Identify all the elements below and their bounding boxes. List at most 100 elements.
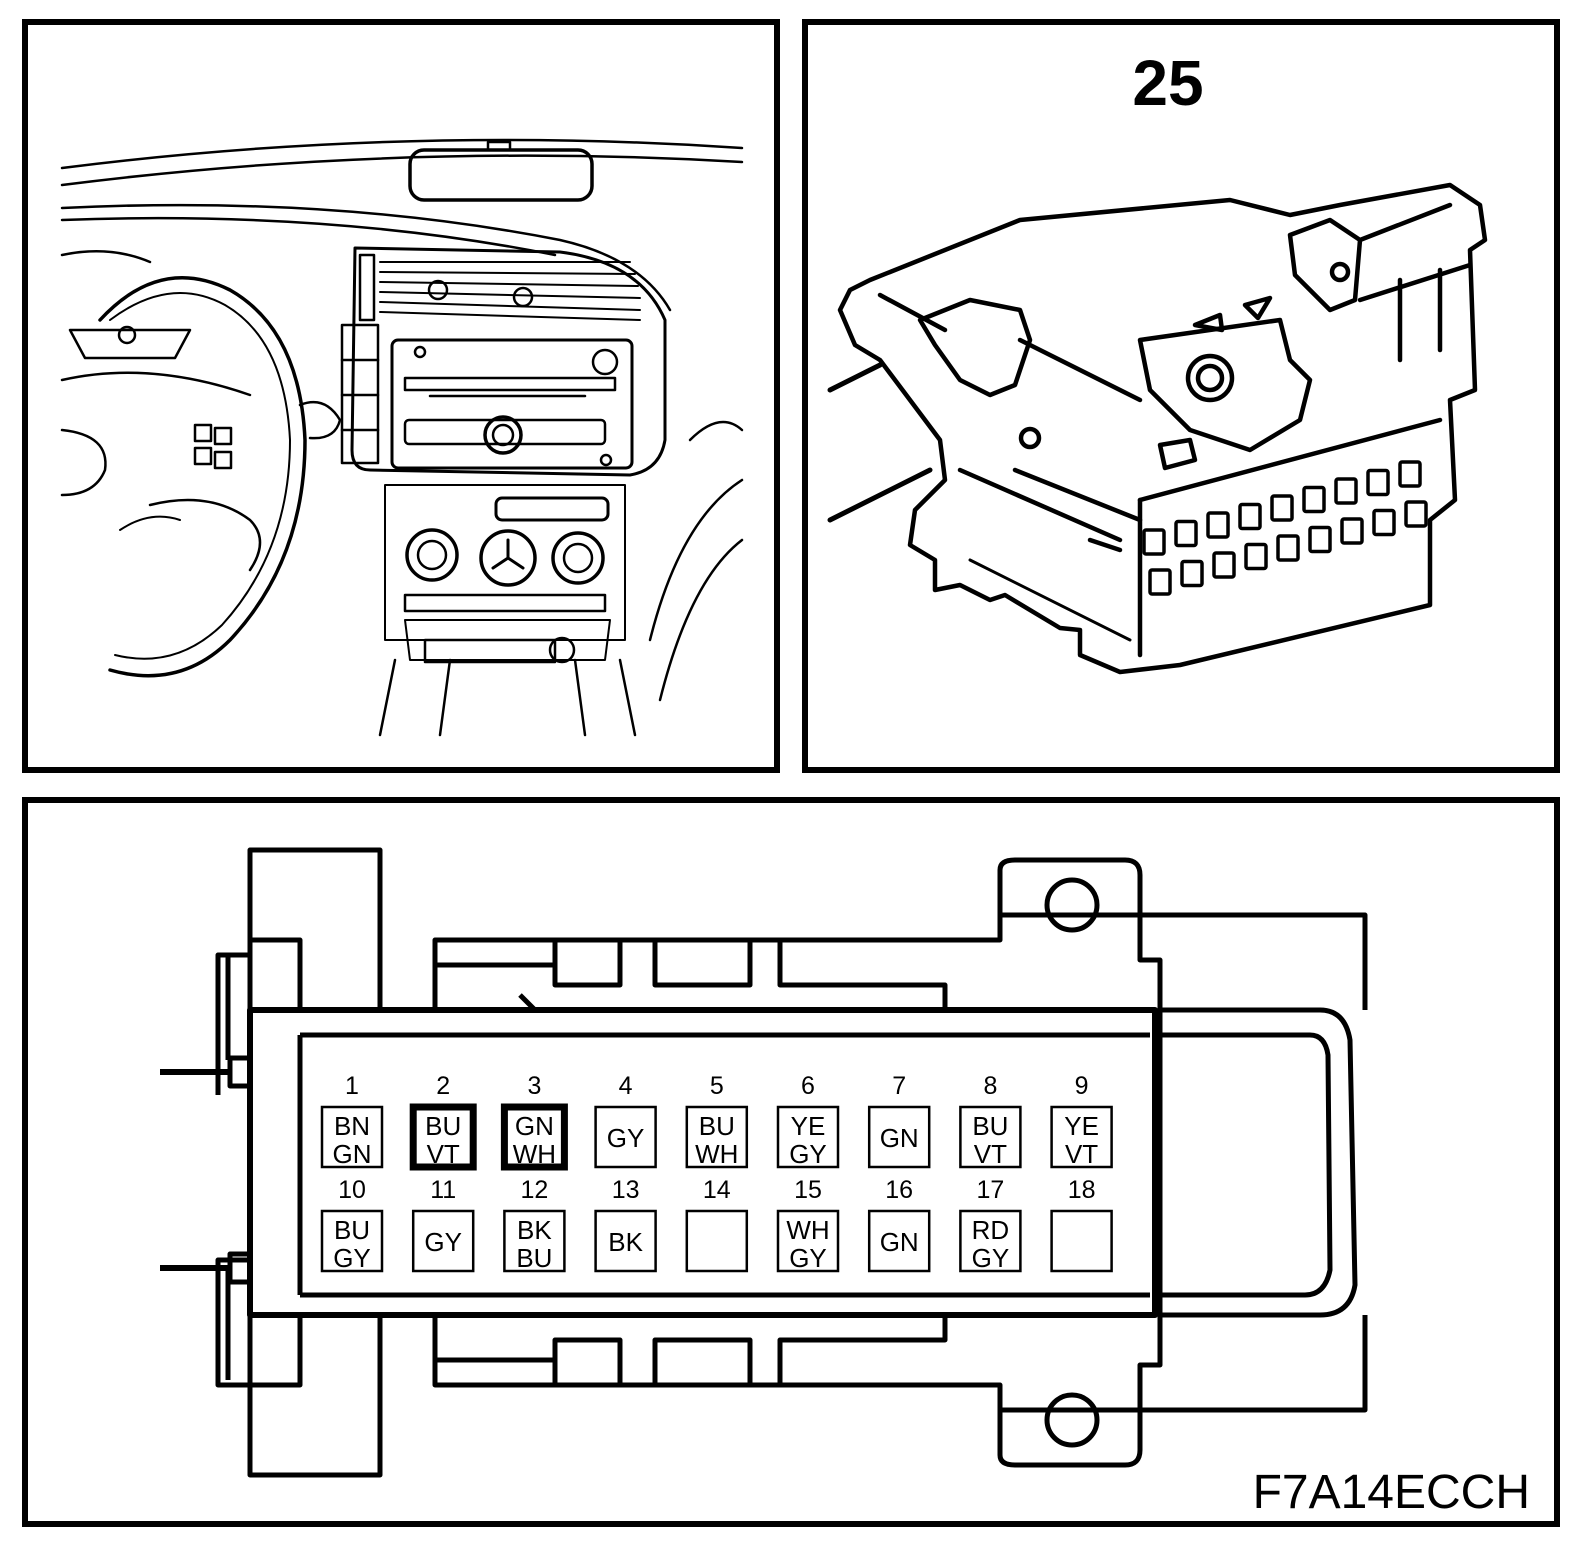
wire-color-code: YE — [1064, 1111, 1099, 1141]
wire-color-code: BK — [608, 1227, 643, 1257]
pin-cavity-box — [959, 1209, 1022, 1273]
pin-cavity-box — [320, 1105, 384, 1169]
pin-number: 12 — [520, 1176, 548, 1204]
pin-number: 2 — [436, 1072, 450, 1100]
pin-hole — [1180, 559, 1204, 588]
pin-cavity-box — [959, 1105, 1022, 1169]
pin-hole — [1238, 502, 1262, 531]
dashboard-panel-frame — [22, 19, 780, 773]
pin-cavity-box — [320, 1209, 384, 1273]
wire-color-code: YE — [791, 1111, 826, 1141]
pin-cavity-box — [411, 1209, 475, 1273]
pin-number: 13 — [612, 1176, 640, 1204]
connector-3d-panel-frame — [802, 19, 1560, 773]
wire-color-code: GN — [333, 1139, 372, 1169]
pin-hole — [1270, 494, 1294, 522]
pin-number: 18 — [1068, 1176, 1096, 1204]
pin-number: 5 — [710, 1072, 724, 1100]
wire-color-code: BU — [334, 1215, 370, 1245]
pin-hole — [1206, 511, 1230, 539]
pin-cavity-box — [594, 1209, 657, 1273]
pin-cavity-box — [776, 1105, 840, 1169]
connector-face-outline — [160, 847, 1368, 1478]
wire-color-code: BN — [334, 1111, 370, 1141]
wire-color-code: BU — [699, 1111, 735, 1141]
wire-color-code: VT — [974, 1139, 1007, 1169]
wire-color-code: WH — [786, 1215, 829, 1245]
wire-color-code: BU — [972, 1111, 1008, 1141]
pin-cavity-box — [409, 1103, 477, 1171]
wire-color-code: GY — [972, 1243, 1010, 1273]
pin-cavity-box — [685, 1105, 749, 1169]
pin-number: 9 — [1075, 1072, 1089, 1100]
pin-cavity-box — [867, 1209, 931, 1273]
pin-number: 11 — [430, 1176, 456, 1204]
wire-color-code: BU — [425, 1111, 461, 1141]
pin-number: 1 — [345, 1072, 359, 1100]
pin-cavity-box — [867, 1105, 931, 1169]
pin-cavity-box — [1050, 1209, 1113, 1273]
pin-number: 8 — [983, 1072, 997, 1100]
wire-color-code: BK — [517, 1215, 552, 1245]
wire-color-code: RD — [972, 1215, 1010, 1245]
pin-18: 18 — [1050, 1176, 1113, 1273]
pin-hole — [1212, 551, 1236, 579]
pin-number: 3 — [527, 1072, 541, 1100]
wire-color-code: BU — [516, 1243, 552, 1273]
pin-hole — [1308, 525, 1332, 554]
pin-hole — [1142, 528, 1166, 556]
wire-color-code: GY — [333, 1243, 371, 1273]
pin-hole — [1334, 477, 1358, 505]
pin-hole — [1372, 508, 1396, 537]
pin-cavity-box — [776, 1209, 840, 1273]
wire-color-code: WH — [695, 1139, 738, 1169]
pin-cavity-box — [594, 1105, 657, 1169]
wire-color-code: GY — [424, 1227, 462, 1257]
pin-4: 4GY — [594, 1072, 657, 1169]
pin-7: 7GN — [867, 1072, 931, 1169]
connector-number-label: 25 — [1132, 47, 1203, 119]
pin-hole — [1174, 519, 1198, 548]
pin-cavities: 1BNGN2BUVT3GNWH4GY5BUWH6YEGY7GN8BUVT9YEV… — [320, 1072, 1113, 1273]
connector-3d-pin-holes — [1142, 460, 1428, 596]
wire-color-code: GN — [880, 1227, 919, 1257]
pin-hole — [1340, 517, 1364, 545]
pin-number: 15 — [794, 1176, 822, 1204]
wire-color-code: GY — [789, 1243, 827, 1273]
connector-3d-illustration — [827, 182, 1488, 675]
wire-color-code: WH — [513, 1139, 556, 1169]
pin-hole — [1366, 468, 1390, 497]
pin-number: 17 — [976, 1176, 1004, 1204]
pin-hole — [1148, 568, 1172, 596]
pin-number: 7 — [892, 1072, 906, 1100]
pin-cavity-box — [1050, 1105, 1113, 1169]
wire-color-code: GY — [607, 1123, 645, 1153]
pin-hole — [1404, 500, 1428, 528]
pin-14: 14 — [685, 1176, 749, 1273]
pin-hole — [1398, 460, 1422, 488]
pin-hole — [1302, 485, 1326, 514]
wire-color-code: VT — [1065, 1139, 1098, 1169]
pinout-panel-frame — [22, 797, 1560, 1527]
pin-number: 4 — [619, 1072, 633, 1100]
pin-cavity-box — [503, 1209, 566, 1273]
dashboard-illustration — [60, 138, 744, 737]
pin-number: 6 — [801, 1072, 815, 1100]
pin-cavity-box — [500, 1103, 568, 1171]
wire-color-code: GY — [789, 1139, 827, 1169]
wire-color-code: VT — [427, 1139, 460, 1169]
wire-color-code: GN — [880, 1123, 919, 1153]
pin-hole — [1244, 542, 1268, 571]
